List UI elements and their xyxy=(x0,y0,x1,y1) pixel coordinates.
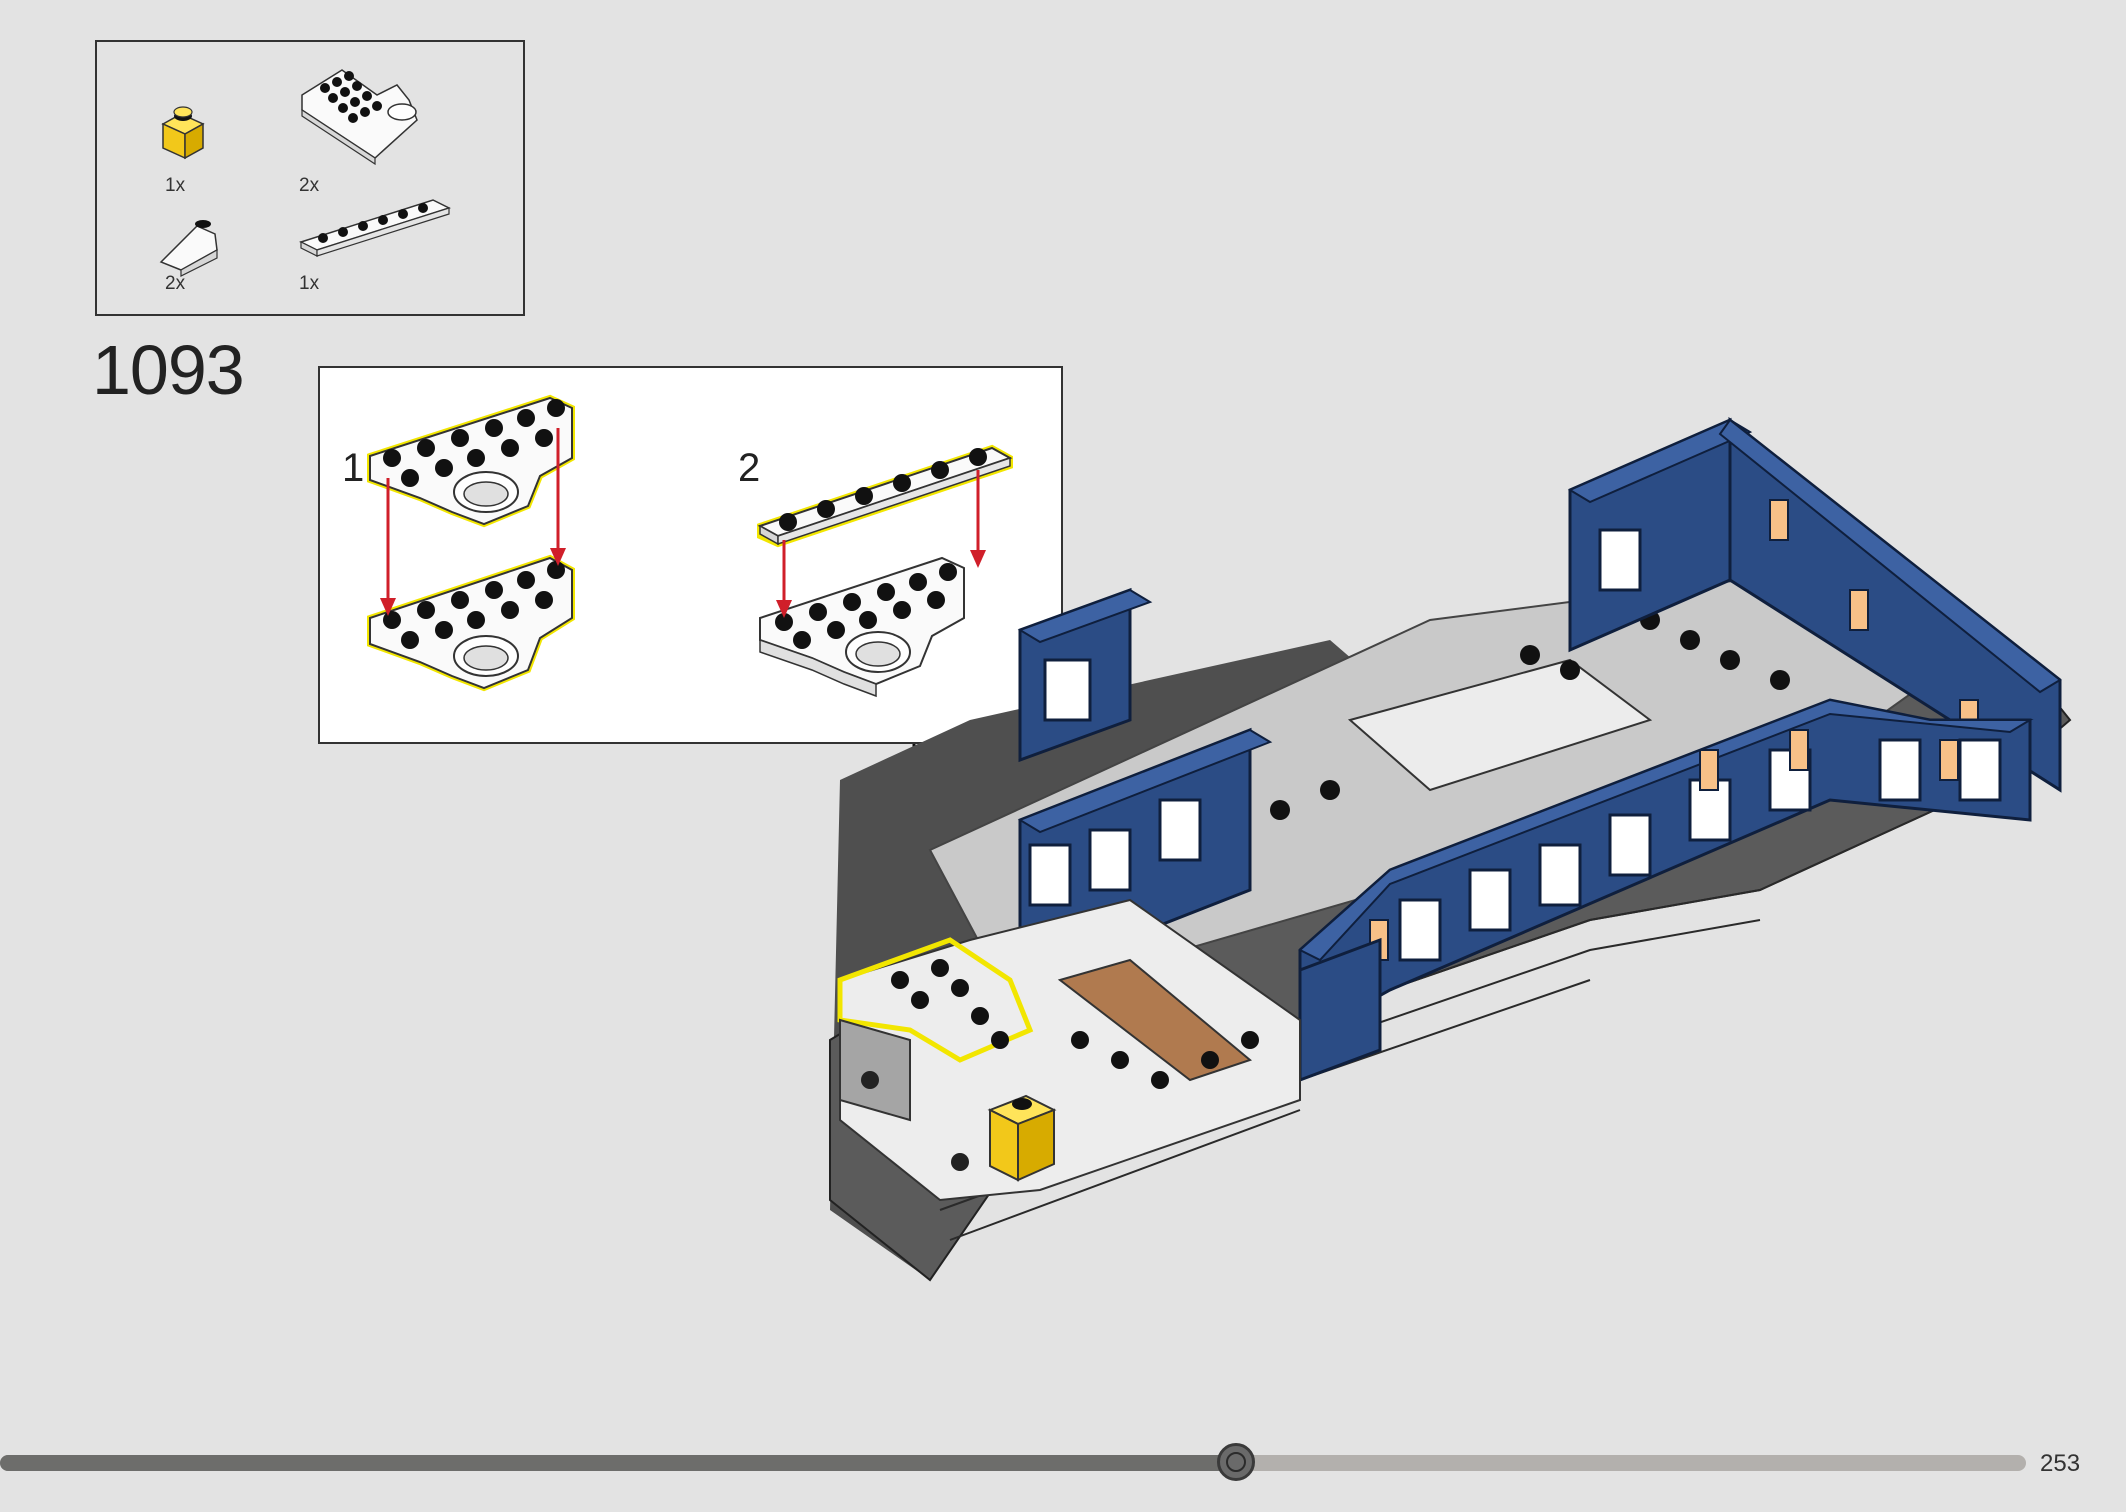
progress-fill xyxy=(0,1455,1236,1471)
part-qty-yellow-brick: 1x xyxy=(165,175,186,196)
white-plate-ring-icon xyxy=(301,69,418,166)
white-plate-1x6-icon xyxy=(299,199,451,257)
part-qty-plate-ring: 2x xyxy=(299,175,320,196)
substep-number-1: 1 xyxy=(342,446,365,490)
parts-list-box: 1x 2x 2x 1x xyxy=(95,40,525,316)
part-qty-slope: 2x xyxy=(165,273,186,294)
part-qty-plate-1x6: 1x xyxy=(299,273,320,294)
step-number: 1093 xyxy=(92,331,245,409)
progress-knob[interactable] xyxy=(1217,1443,1255,1481)
substep-1-illustration xyxy=(367,394,575,692)
white-slope-icon xyxy=(159,220,218,277)
substep-number-2: 2 xyxy=(738,446,761,490)
subassembly-callout: 1 2 xyxy=(318,366,1063,744)
yellow-brick-icon xyxy=(161,106,205,160)
substep-2-illustration xyxy=(757,444,1013,698)
page-number: 253 xyxy=(2040,1450,2081,1477)
main-model-illustration xyxy=(829,416,2072,1282)
